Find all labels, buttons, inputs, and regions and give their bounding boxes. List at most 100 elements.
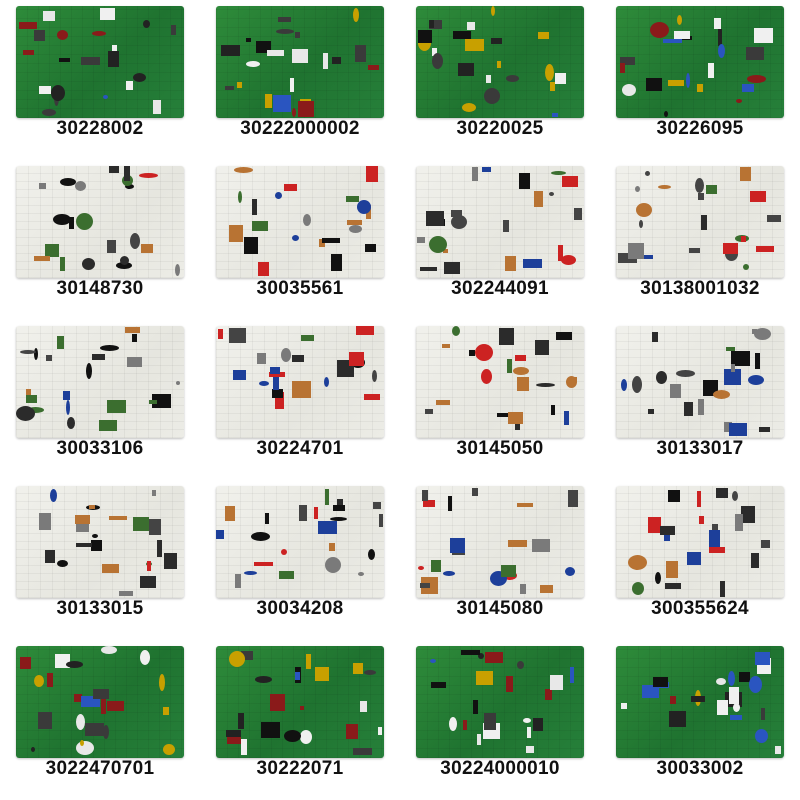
pcb-component [632,582,644,595]
product-tile[interactable]: 30224701 [200,320,400,480]
pcb-component [656,371,667,384]
product-tile[interactable]: 30035561 [200,160,400,320]
pcb-component [714,18,721,29]
pcb-component [378,727,382,735]
pcb-component [430,659,436,663]
pcb-component [645,171,650,176]
pcb-component [26,395,37,403]
pcb-component [448,496,452,511]
pcb-component [269,372,285,377]
pcb-component [632,376,642,393]
pcb-component [698,399,704,415]
product-tile[interactable]: 30226095 [600,0,800,160]
pcb-component [686,73,690,88]
product-tile[interactable]: 30228002 [0,0,200,160]
pcb-component [526,746,534,753]
pcb-component [697,84,703,92]
pcb-component [157,540,162,557]
pcb-component [34,30,45,41]
product-tile[interactable]: 30222071 [200,640,400,800]
pcb-component [486,75,491,83]
circuit-board-photo [216,166,384,278]
pcb-component [241,651,253,660]
pcb-component [755,652,770,665]
pcb-component [443,249,448,253]
product-tile[interactable]: 30138001032 [600,160,800,320]
part-number-label: 30035561 [256,278,344,299]
pcb-component [353,748,372,755]
pcb-component [665,583,681,589]
pcb-component [429,20,434,28]
pcb-component [718,29,722,46]
pcb-component [570,667,574,683]
circuit-board-photo [16,486,184,598]
product-tile[interactable]: 30033002 [600,640,800,800]
pcb-component [642,685,659,698]
product-tile[interactable]: 30224000010 [400,640,600,800]
pcb-component [298,101,314,117]
pcb-component [731,351,750,366]
pcb-component [265,94,272,108]
pcb-component [729,687,739,704]
pcb-component [728,671,735,686]
product-tile[interactable]: 30133017 [600,320,800,480]
pcb-component [497,413,510,417]
pcb-component [674,31,690,39]
product-tile[interactable]: 30148730 [0,160,200,320]
pcb-component [265,513,269,524]
pcb-component [426,211,444,226]
pcb-component [252,221,268,231]
pcb-component [216,530,224,539]
pcb-component [246,38,251,42]
pcb-component [346,724,358,739]
pcb-component [515,355,526,361]
pcb-component [301,335,314,341]
circuit-board-photo [216,646,384,758]
pcb-component [139,173,158,178]
pcb-component [233,370,246,380]
product-tile[interactable]: 30145050 [400,320,600,480]
pcb-component [60,257,65,271]
pcb-component [519,173,530,189]
circuit-board-photo [416,166,584,278]
pcb-component [91,540,102,551]
pcb-component [337,499,343,505]
pcb-component [20,350,36,354]
product-tile[interactable]: 30222000002 [200,0,400,160]
pcb-component [275,192,282,199]
pcb-component [472,167,478,181]
product-tile[interactable]: 30220025 [400,0,600,160]
product-tile[interactable]: 3022470701 [0,640,200,800]
pcb-component [558,245,563,261]
product-tile[interactable]: 30033106 [0,320,200,480]
pcb-component [749,676,762,693]
pcb-component [461,650,480,655]
pcb-component [756,246,774,252]
pcb-component [238,713,244,729]
pcb-component [759,427,770,432]
pcb-component [300,730,312,744]
pcb-component [368,65,379,70]
pcb-component [499,328,514,345]
pcb-component [284,730,301,742]
pcb-component [45,550,55,563]
pcb-component [568,490,578,507]
product-tile[interactable]: 30145080 [400,480,600,640]
pcb-component [66,400,70,415]
product-tile[interactable]: 30133015 [0,480,200,640]
product-tile[interactable]: 30034208 [200,480,400,640]
product-tile[interactable]: 300355624 [600,480,800,640]
pcb-component [621,703,627,709]
pcb-component [152,490,156,496]
part-number-label: 300355624 [651,598,749,619]
pcb-component [246,61,260,67]
pcb-component [761,540,770,548]
circuit-board-photo [16,326,184,438]
pcb-component [452,551,465,555]
part-number-label: 30228002 [56,118,144,139]
pcb-component [360,701,367,712]
product-tile[interactable]: 302244091 [400,160,600,320]
pcb-component [620,63,625,73]
pcb-component [163,744,175,755]
